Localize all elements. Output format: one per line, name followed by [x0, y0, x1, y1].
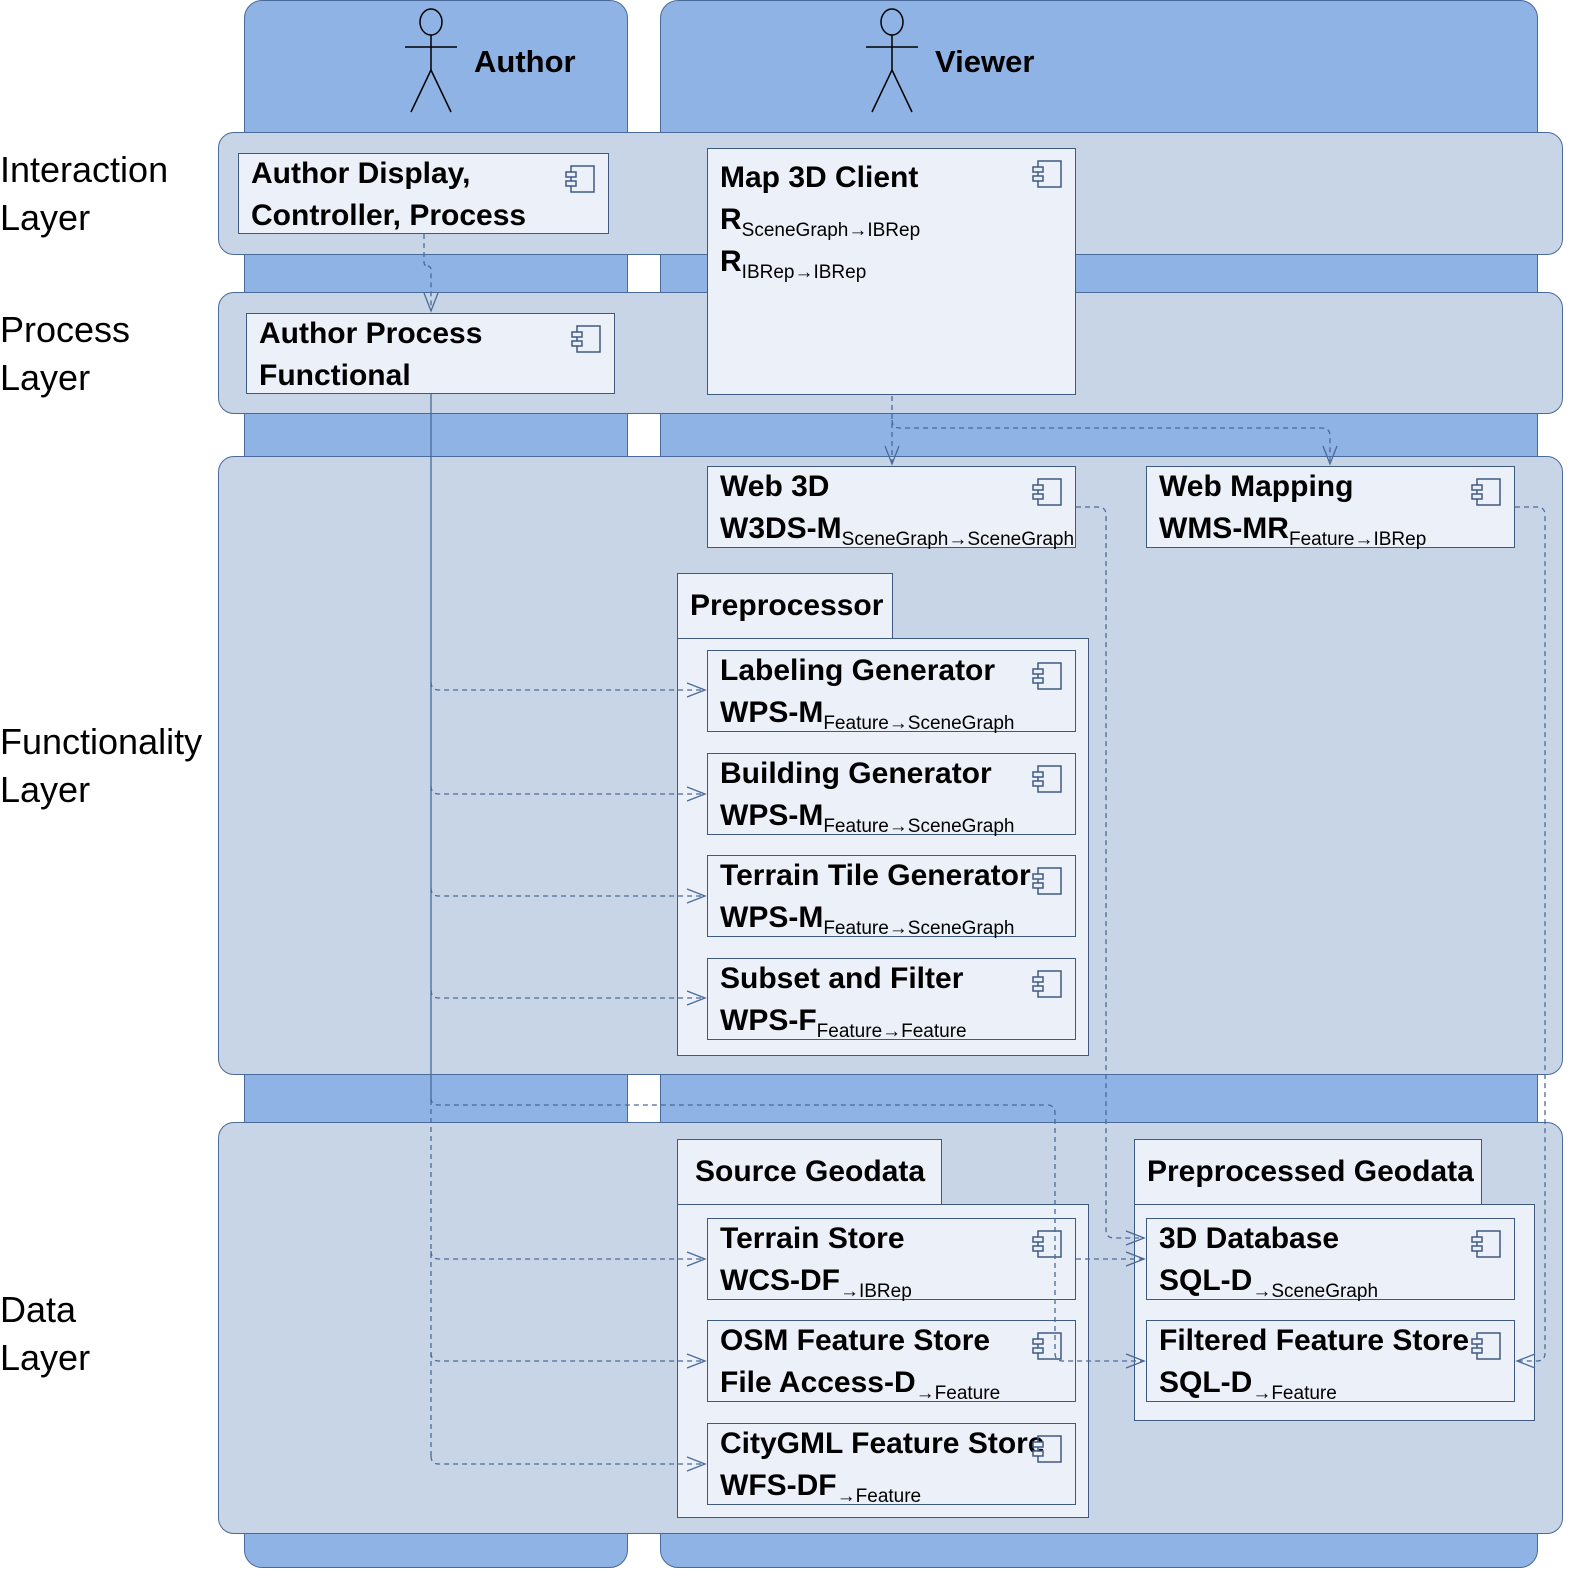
viewer-actor-icon	[866, 8, 918, 113]
subset-and-filter-component: Subset and Filter WPS-FFeature→Feature	[707, 958, 1076, 1042]
filtered-feature-store-service: SQL-D→Feature	[1159, 1366, 1337, 1404]
component-icon	[1032, 1332, 1062, 1360]
component-icon	[571, 325, 601, 353]
terrain-store-service: WCS-DF→IBRep	[720, 1264, 912, 1302]
author-actor-icon	[405, 8, 457, 113]
labeling-generator-service: WPS-MFeature→SceneGraph	[720, 696, 1015, 734]
web-mapping-service: WMS-MRFeature→IBRep	[1159, 512, 1427, 550]
building-generator-title: Building Generator	[720, 757, 992, 790]
terrain-tile-generator-component: Terrain Tile Generator WPS-MFeature→Scen…	[707, 855, 1076, 939]
osm-feature-store-component: OSM Feature Store File Access-D→Feature	[707, 1320, 1076, 1404]
map-3d-client-component: Map 3D Client RSceneGraph→IBRep RIBRep→I…	[707, 148, 1076, 395]
author-display-title: Author Display,	[251, 157, 471, 190]
web-mapping-component: Web Mapping WMS-MRFeature→IBRep	[1146, 466, 1515, 550]
osm-feature-store-service: File Access-D→Feature	[720, 1366, 1001, 1404]
component-icon	[1032, 1435, 1062, 1463]
web-3d-component: Web 3D W3DS-MSceneGraph→SceneGraph	[707, 466, 1076, 550]
author-process-component: Author Process Functional	[246, 313, 615, 394]
labeling-generator-title: Labeling Generator	[720, 654, 996, 687]
labeling-generator-component: Labeling Generator WPS-MFeature→SceneGra…	[707, 650, 1076, 734]
citygml-feature-store-service: WFS-DF→Feature	[720, 1469, 922, 1507]
map-3d-client-render-2: RIBRep→IBRep	[720, 245, 867, 283]
subset-and-filter-title: Subset and Filter	[720, 962, 964, 995]
filtered-feature-store-title: Filtered Feature Store	[1159, 1324, 1470, 1357]
component-icon	[1032, 662, 1062, 690]
component-icon	[1032, 867, 1062, 895]
preprocessed-geodata-package-title: Preprocessed Geodata	[1147, 1155, 1474, 1188]
component-icon	[1032, 765, 1062, 793]
3d-database-service: SQL-D→SceneGraph	[1159, 1264, 1379, 1302]
preprocessor-package-tab: Preprocessor	[677, 573, 893, 641]
citygml-feature-store-title: CityGML Feature Store	[720, 1427, 1045, 1460]
component-icon	[1471, 478, 1501, 506]
component-icon	[1032, 160, 1062, 188]
component-icon	[1032, 1230, 1062, 1258]
component-icon	[565, 165, 595, 193]
viewer-actor-label: Viewer	[935, 44, 1035, 79]
citygml-feature-store-component: CityGML Feature Store WFS-DF→Feature	[707, 1423, 1076, 1507]
author-process-title: Author Process	[259, 317, 483, 350]
source-geodata-package-title: Source Geodata	[695, 1155, 926, 1188]
preprocessed-geodata-package-tab: Preprocessed Geodata	[1134, 1139, 1482, 1207]
component-icon	[1032, 970, 1062, 998]
source-geodata-package-tab: Source Geodata	[677, 1139, 942, 1207]
osm-feature-store-title: OSM Feature Store	[720, 1324, 991, 1357]
filtered-feature-store-component: Filtered Feature Store SQL-D→Feature	[1146, 1320, 1515, 1404]
author-display-component: Author Display, Controller, Process	[238, 153, 609, 234]
subset-and-filter-service: WPS-FFeature→Feature	[720, 1004, 967, 1042]
author-display-subtitle: Controller, Process	[251, 199, 527, 232]
3d-database-title: 3D Database	[1159, 1222, 1340, 1255]
map-3d-client-title: Map 3D Client	[720, 161, 919, 194]
web-3d-title: Web 3D	[720, 470, 830, 503]
map-3d-client-render-1: RSceneGraph→IBRep	[720, 203, 921, 241]
terrain-tile-generator-title: Terrain Tile Generator	[720, 859, 1031, 892]
terrain-store-component: Terrain Store WCS-DF→IBRep	[707, 1218, 1076, 1302]
building-generator-service: WPS-MFeature→SceneGraph	[720, 799, 1015, 837]
web-3d-service: W3DS-MSceneGraph→SceneGraph	[720, 512, 1075, 550]
author-process-subtitle: Functional	[259, 359, 411, 392]
web-mapping-title: Web Mapping	[1159, 470, 1354, 503]
terrain-store-title: Terrain Store	[720, 1222, 905, 1255]
component-icon	[1471, 1332, 1501, 1360]
author-actor-label: Author	[474, 44, 576, 79]
preprocessor-package-title: Preprocessor	[690, 589, 884, 622]
3d-database-component: 3D Database SQL-D→SceneGraph	[1146, 1218, 1515, 1302]
component-icon	[1032, 478, 1062, 506]
terrain-tile-generator-service: WPS-MFeature→SceneGraph	[720, 901, 1015, 939]
building-generator-component: Building Generator WPS-MFeature→SceneGra…	[707, 753, 1076, 837]
component-icon	[1471, 1230, 1501, 1258]
